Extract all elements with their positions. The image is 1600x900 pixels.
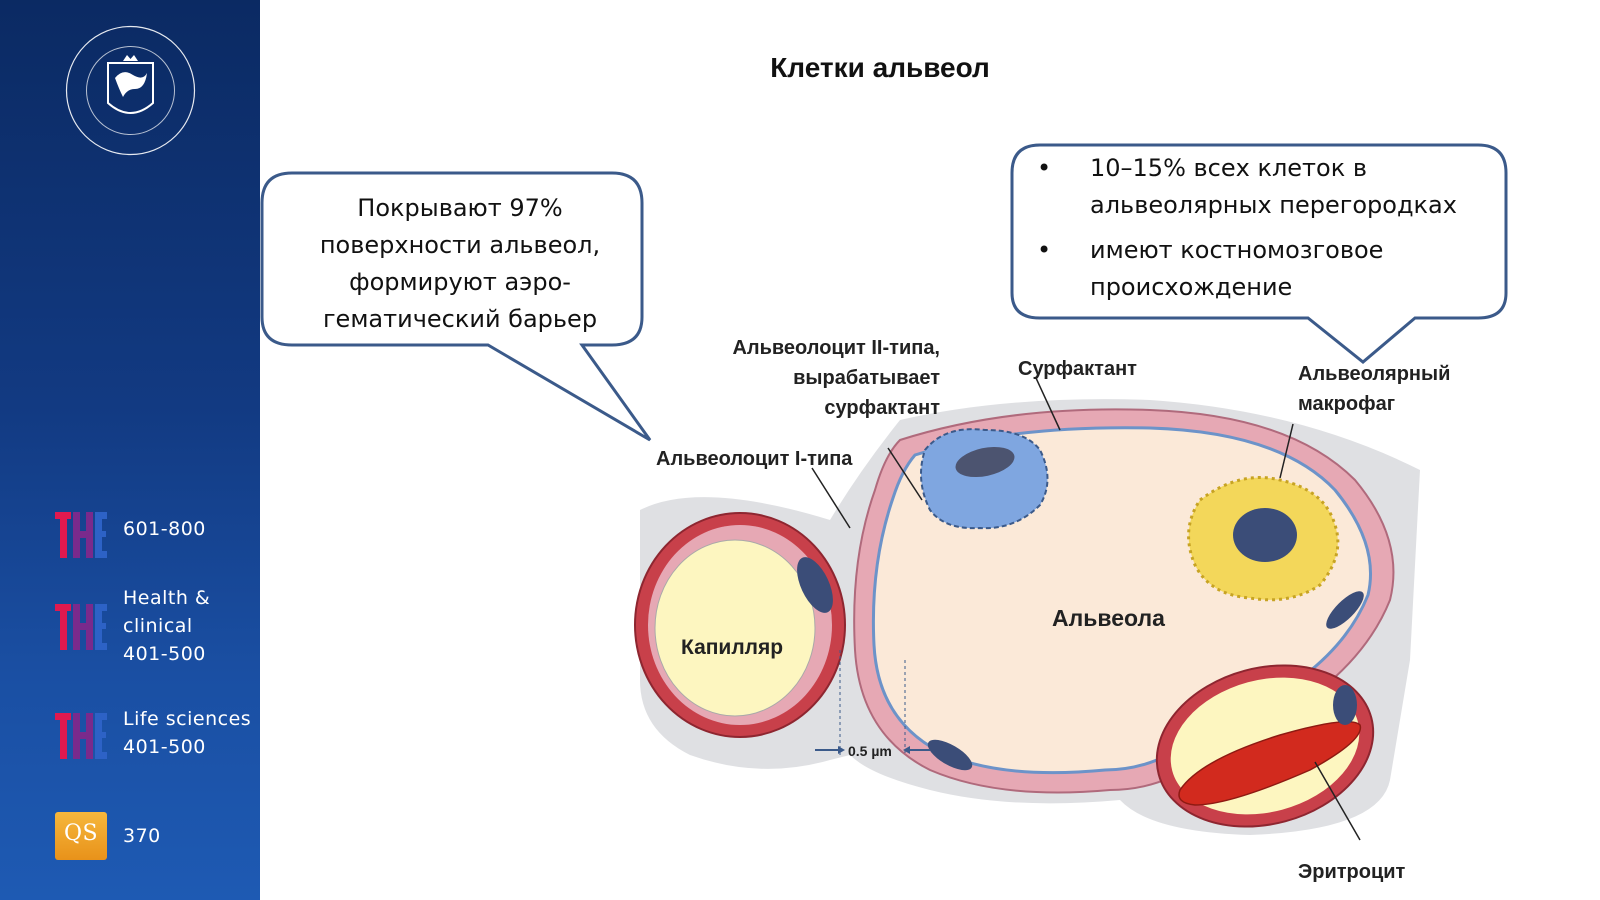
callout-left-text: Покрывают 97% поверхности альвеол, форми…	[290, 190, 630, 338]
callout-line: Покрывают 97%	[357, 194, 563, 222]
qs-logo-icon: QS	[55, 812, 107, 860]
ranking-line: 401-500	[123, 643, 206, 665]
the-logo-icon	[55, 604, 107, 650]
ranking-line: Life sciences	[123, 708, 252, 730]
callout-line: формируют аэро-	[349, 268, 571, 296]
the-logo-icon	[55, 713, 107, 759]
callout-right-text: • 10–15% всех клеток в альвеолярных пере…	[1025, 150, 1495, 306]
label-line: Альвеолярный	[1298, 363, 1451, 385]
scale-label: 0.5 µm	[848, 743, 892, 759]
callout-right-bubble	[1010, 143, 1508, 364]
callout-left-bubble	[260, 171, 652, 442]
erythrocyte-shape	[1178, 720, 1362, 806]
callout-line: поверхности альвеол,	[319, 231, 601, 259]
type2-cell-shape	[920, 428, 1049, 530]
label-line: сурфактант	[824, 397, 940, 419]
the-logo-icon	[55, 512, 107, 558]
ranking-line: 370	[123, 825, 161, 847]
ranking-line: clinical	[123, 615, 193, 637]
callout-bullet-item: • 10–15% всех клеток в альвеолярных пере…	[1025, 150, 1495, 224]
callout-bullet-item: • имеют костномозговое происхождение	[1025, 232, 1495, 306]
callout-line: происхождение	[1090, 273, 1293, 301]
ranking-line: 401-500	[123, 736, 206, 758]
label-capillary: Капилляр	[681, 636, 784, 659]
label-surfactant: Сурфактант	[1018, 358, 1137, 380]
label-erythrocyte: Эритроцит	[1298, 861, 1406, 883]
university-logo	[65, 25, 196, 156]
label-alveolus: Альвеола	[1052, 605, 1165, 631]
ranking-line: Health &	[123, 587, 211, 609]
capillary-lumen	[654, 539, 816, 717]
label-type2-cell: Альвеолоцит II-типа, вырабатывает сурфак…	[700, 333, 940, 423]
label-line: вырабатывает	[793, 367, 940, 389]
label-line: Альвеолоцит II-типа,	[732, 337, 940, 359]
callout-line: 10–15% всех клеток в	[1090, 154, 1367, 182]
callout-line: имеют костномозговое	[1090, 236, 1384, 264]
label-type1-cell: Альвеолоцит I-типа	[656, 448, 853, 470]
callout-line: гематический барьер	[322, 305, 598, 333]
ranking-line: 601-800	[123, 518, 206, 540]
slide-title: Клетки альвеол	[770, 52, 990, 83]
label-line: макрофаг	[1298, 393, 1396, 415]
label-macrophage: Альвеолярный макрофаг	[1298, 359, 1450, 419]
bullet-icon: •	[1037, 236, 1052, 264]
bullet-icon: •	[1037, 154, 1052, 182]
callout-line: альвеолярных перегородках	[1090, 191, 1457, 219]
sidebar: 601-800 Health & clinical 401-500	[0, 0, 260, 900]
